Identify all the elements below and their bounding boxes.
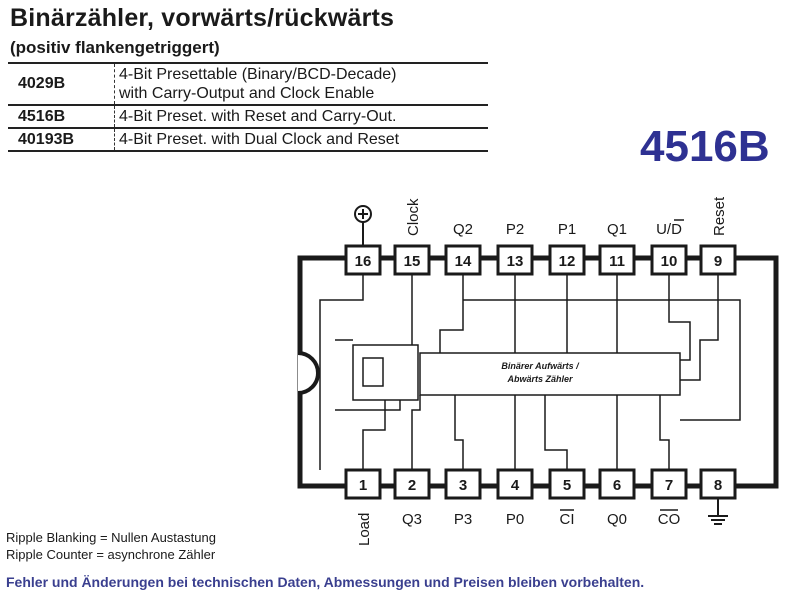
part-description-line: with Carry-Output and Clock Enable bbox=[119, 85, 375, 102]
part-code: 4516B bbox=[18, 107, 66, 125]
ic-notch bbox=[297, 351, 320, 395]
part-description: 4-Bit Preset. with Reset and Carry-Out. bbox=[114, 105, 488, 128]
internal-wiring bbox=[319, 275, 741, 470]
pin-label: CI bbox=[560, 511, 575, 528]
pin-number: 12 bbox=[559, 253, 576, 270]
pin-label: Reset bbox=[711, 196, 728, 236]
pin-number: 8 bbox=[714, 477, 722, 494]
pin-label: P1 bbox=[558, 221, 576, 238]
pin-14: 14 Q2 bbox=[444, 221, 482, 276]
footer-disclaimer: Fehler und Änderungen bei technischen Da… bbox=[6, 574, 645, 590]
page-title: Binärzähler, vorwärts/rückwärts bbox=[10, 4, 395, 32]
pin-12: 12 P1 bbox=[548, 221, 586, 276]
pin-8: 8 bbox=[699, 468, 737, 525]
pin-1: 1 Load bbox=[344, 468, 382, 546]
pin-13: 13 P2 bbox=[496, 221, 534, 276]
part-code: 40193B bbox=[18, 130, 75, 148]
parts-table: 4029B 4-Bit Presettable (Binary/BCD-Deca… bbox=[8, 62, 488, 152]
table-row: 40193B 4-Bit Preset. with Dual Clock and… bbox=[8, 128, 488, 151]
pin-label: CO bbox=[658, 511, 681, 528]
pin-number: 1 bbox=[359, 477, 367, 494]
pin-label: Q2 bbox=[453, 221, 473, 238]
pin-number: 15 bbox=[404, 253, 421, 270]
bottom-pin-row: 1 Load 2 Q3 3 P3 4 P0 5 CI 6 Q0 bbox=[344, 468, 737, 546]
pin-6: 6 Q0 bbox=[598, 468, 636, 528]
table-row: 4029B 4-Bit Presettable (Binary/BCD-Deca… bbox=[8, 63, 488, 105]
part-description-line: 4-Bit Preset. with Dual Clock and Reset bbox=[119, 131, 400, 148]
pin-number: 6 bbox=[613, 477, 621, 494]
gate-inner bbox=[362, 357, 384, 387]
pin-label: P2 bbox=[506, 221, 524, 238]
top-pin-row: 16 15 Clock 14 Q2 13 P2 12 P1 bbox=[344, 196, 737, 276]
counter-block-label: Binärer Aufwärts / bbox=[501, 361, 580, 371]
part-description-line: 4-Bit Preset. with Reset and Carry-Out. bbox=[119, 108, 397, 125]
pin-number: 13 bbox=[507, 253, 524, 270]
part-description: 4-Bit Preset. with Dual Clock and Reset bbox=[114, 128, 488, 151]
pin-15: 15 Clock bbox=[393, 198, 431, 276]
pin-label: Q3 bbox=[402, 511, 422, 528]
pin-5: 5 CI bbox=[548, 468, 586, 528]
pin-9: 9 Reset bbox=[699, 196, 737, 276]
counter-block bbox=[419, 352, 681, 396]
pin-number: 11 bbox=[609, 253, 625, 270]
pin-label: U/D bbox=[656, 221, 682, 238]
pin-number: 14 bbox=[455, 253, 472, 270]
pin-10: 10 U/D bbox=[650, 219, 688, 276]
note-ripple-blanking: Ripple Blanking = Nullen Austastung bbox=[6, 530, 216, 545]
page-subtitle: (positiv flankengetriggert) bbox=[10, 38, 220, 57]
part-description-line: 4-Bit Presettable (Binary/BCD-Decade) bbox=[119, 66, 397, 83]
pin-number: 4 bbox=[511, 477, 520, 494]
pin-11: 11 Q1 bbox=[598, 221, 636, 276]
pin-label: Load bbox=[356, 513, 373, 546]
pin-3: 3 P3 bbox=[444, 468, 482, 528]
pin-number: 10 bbox=[661, 253, 678, 270]
pin-number: 3 bbox=[459, 477, 467, 494]
pin-number: 2 bbox=[408, 477, 416, 494]
pin-label: P0 bbox=[506, 511, 524, 528]
pin-7: 7 CO bbox=[650, 468, 688, 528]
ic-body bbox=[297, 255, 779, 489]
ic-outline bbox=[297, 255, 779, 489]
counter-block-label: Abwärts Zähler bbox=[506, 374, 573, 384]
power-icon bbox=[354, 205, 372, 246]
pin-label: Q0 bbox=[607, 511, 627, 528]
ground-icon bbox=[708, 498, 728, 525]
pin-label: Q1 bbox=[607, 221, 627, 238]
pin-16: 16 bbox=[344, 205, 382, 276]
pin-number: 5 bbox=[563, 477, 571, 494]
pin-label: Clock bbox=[405, 198, 422, 236]
pin-label: P3 bbox=[454, 511, 472, 528]
part-description: 4-Bit Presettable (Binary/BCD-Decade) wi… bbox=[114, 63, 488, 105]
table-row: 4516B 4-Bit Preset. with Reset and Carry… bbox=[8, 105, 488, 128]
part-code: 4029B bbox=[18, 75, 66, 92]
pin-number: 9 bbox=[714, 253, 722, 270]
pin-number: 7 bbox=[665, 477, 673, 494]
pin-number: 16 bbox=[355, 253, 372, 270]
note-ripple-counter: Ripple Counter = asynchrone Zähler bbox=[6, 547, 216, 562]
pin-4: 4 P0 bbox=[496, 468, 534, 528]
pin-2: 2 Q3 bbox=[393, 468, 431, 528]
chip-title: 4516B bbox=[640, 122, 770, 171]
